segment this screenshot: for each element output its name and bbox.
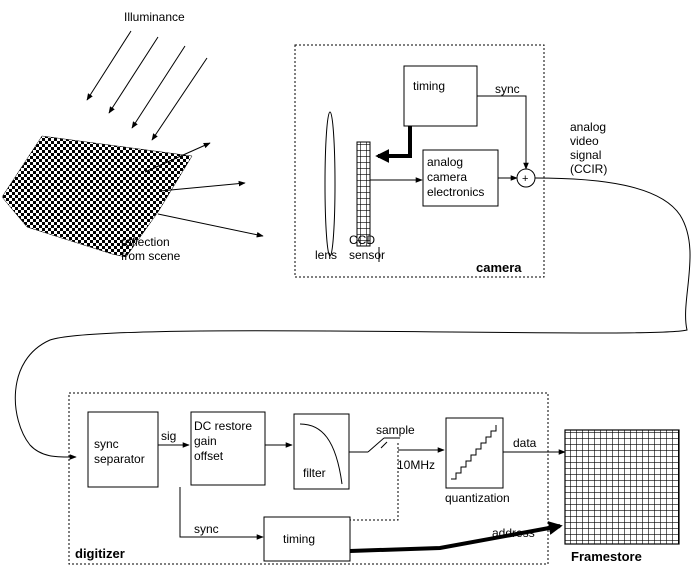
lens-label: lens (315, 248, 337, 262)
signal-label-line3: signal (570, 148, 601, 162)
ccd-label-line2: sensor (349, 248, 385, 262)
signal-label-line2: video (570, 134, 599, 148)
electronics-label-line2: camera (427, 170, 467, 184)
light-ray-1 (86, 30, 132, 101)
timing-to-ccd-arrow (375, 126, 412, 163)
dc-restore-box (190, 411, 266, 486)
camera-timing-label: timing (413, 79, 445, 93)
address-arrow (349, 521, 563, 553)
framestore-group: Framestore (564, 429, 680, 564)
filter-curve (299, 423, 343, 485)
quantization-label: quantization (445, 491, 510, 505)
digitizer-title: digitizer (75, 546, 125, 561)
reflected-ray-3 (157, 213, 264, 238)
light-ray-3 (131, 45, 186, 129)
reflection-arrows (144, 142, 264, 238)
camera-title: camera (476, 260, 522, 275)
dc-label-line1: DC restore (194, 419, 252, 433)
staircase-graph (451, 425, 497, 480)
summing-plus: + (522, 173, 528, 185)
camera-timing-box (403, 65, 478, 127)
ccd-sensor-shape (356, 141, 371, 247)
light-ray-2 (108, 36, 159, 114)
checkered-scene-surface (1, 135, 193, 258)
signal-label-line4: (CCIR) (570, 162, 607, 176)
lens-shape (324, 111, 336, 257)
framestore-label: Framestore (571, 549, 642, 564)
camera-group: timing analog camera electronics lens CC… (294, 44, 545, 278)
digitizer-timing-box (263, 516, 351, 562)
camera-sync-label: sync (495, 82, 520, 96)
sync-separator-box (87, 411, 159, 488)
signal-label-line1: analog (570, 120, 606, 134)
sync-separator-label-line2: separator (94, 452, 145, 466)
data-label: data (513, 436, 537, 450)
filter-box (293, 413, 350, 490)
sample-switch (367, 437, 385, 453)
electronics-label-line3: electronics (427, 185, 484, 199)
reflected-ray-2 (159, 180, 246, 192)
digitizer-boundary (68, 392, 549, 565)
sample-switch-tick (380, 441, 388, 449)
ccd-label-line1: CCD (349, 233, 375, 247)
illuminance-arrows (86, 30, 208, 141)
camera-sync-arrow (477, 95, 529, 170)
reflected-ray-1 (144, 142, 211, 173)
digitizer-timing-label: timing (283, 532, 315, 546)
dc-label-line3: offset (194, 449, 224, 463)
quantization-box (445, 417, 504, 489)
sample-clock-dotted-line (350, 443, 399, 521)
video-signal-label: analog video signal (CCIR) (570, 120, 607, 176)
digitizer-sync-arrow (179, 487, 264, 540)
dc-label-line2: gain (194, 434, 217, 448)
reflection-label-line2: from scene (121, 249, 181, 263)
sync-separator-label-line1: sync (94, 437, 119, 451)
digitizer-sync-label: sync (194, 522, 219, 536)
scene-group: Illuminance reflection from scene (1, 10, 264, 263)
light-ray-4 (151, 57, 208, 141)
illuminance-label: Illuminance (124, 10, 185, 24)
sample-label: sample (376, 423, 415, 437)
analog-video-cable (14, 177, 691, 460)
electronics-label-line1: analog (427, 155, 463, 169)
reflection-label-line1: reflection (121, 235, 170, 249)
address-label: address (492, 526, 535, 540)
freq-label: 10MHz (397, 458, 435, 472)
analog-electronics-box (422, 149, 499, 207)
camera-boundary (294, 44, 545, 278)
digitizer-group: sync separator sig DC restore gain offse… (68, 392, 566, 565)
framestore-grid (564, 429, 680, 545)
sig-label: sig (161, 429, 176, 443)
filter-label: filter (303, 466, 326, 480)
